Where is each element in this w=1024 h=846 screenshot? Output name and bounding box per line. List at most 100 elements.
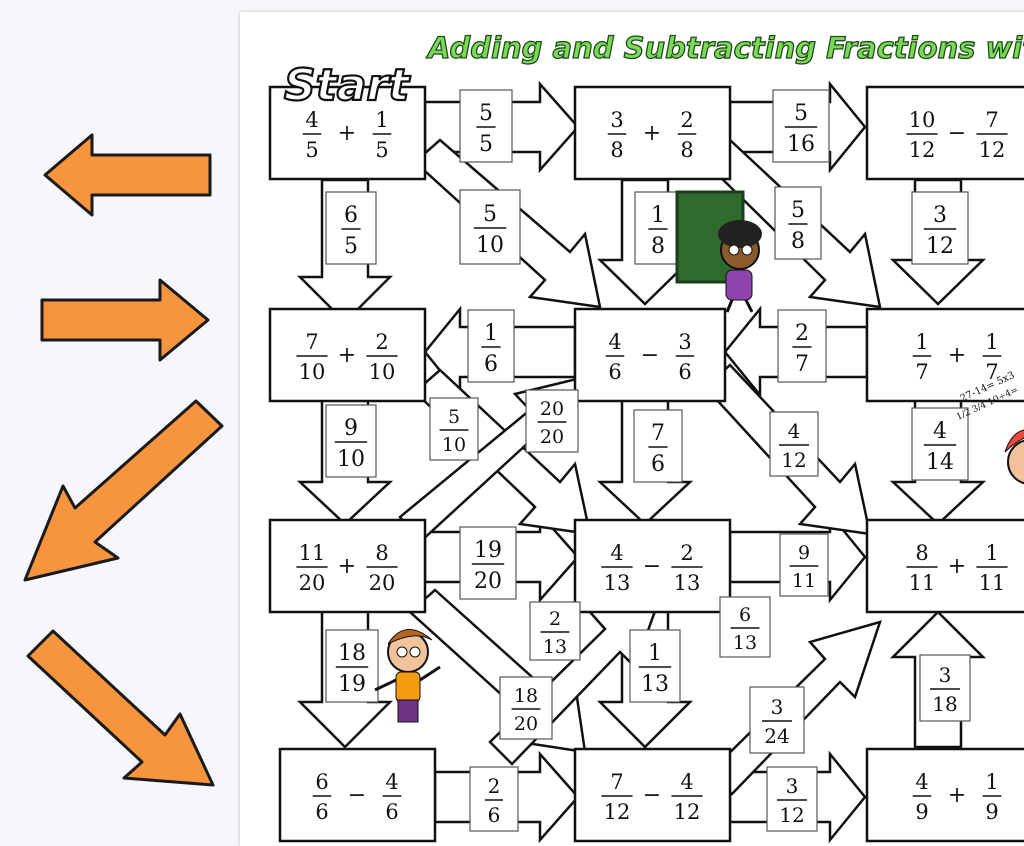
numerator: 1 (648, 641, 662, 666)
problem-box[interactable] (573, 747, 732, 843)
operator-sign: + (948, 343, 966, 368)
denominator: 7 (795, 352, 809, 377)
denominator: 16 (787, 132, 815, 157)
problem-box[interactable] (865, 85, 1024, 181)
numerator: 2 (680, 541, 693, 565)
answer-label[interactable]: 613 (719, 596, 771, 658)
denominator: 12 (781, 448, 806, 472)
denominator: 6 (488, 803, 501, 827)
problem-expression: 811+111 (906, 541, 1008, 595)
denominator: 8 (651, 234, 665, 259)
answer-label[interactable]: 76 (633, 409, 683, 483)
boy-cartoon (374, 629, 441, 723)
operator-sign: − (643, 554, 661, 579)
operator-sign: + (338, 121, 356, 146)
denominator: 13 (543, 636, 567, 658)
denominator: 8 (610, 138, 623, 162)
numerator: 1 (985, 770, 998, 794)
numerator: 18 (338, 641, 366, 666)
numerator: 5 (791, 198, 805, 223)
denominator: 24 (764, 724, 789, 748)
denominator: 6 (608, 360, 621, 384)
numerator: 2 (549, 608, 561, 630)
problem-box[interactable] (865, 518, 1024, 614)
numerator: 1 (484, 321, 498, 346)
answer-label[interactable]: 412 (769, 411, 819, 477)
answer-label[interactable]: 516 (772, 89, 830, 163)
denominator: 18 (932, 692, 957, 716)
numerator: 3 (933, 203, 947, 228)
denominator: 7 (985, 360, 998, 384)
numerator: 6 (739, 604, 751, 626)
answer-label[interactable]: 324 (749, 686, 805, 754)
answer-label[interactable]: 318 (919, 654, 971, 722)
problem-box[interactable] (278, 747, 437, 843)
navigation-arrows (0, 0, 230, 846)
arrow-down-right-icon[interactable] (26, 629, 215, 787)
numerator: 4 (933, 419, 947, 444)
answer-label[interactable]: 312 (766, 766, 818, 832)
numerator: 5 (794, 101, 808, 126)
denominator: 20 (369, 571, 396, 595)
denominator: 10 (442, 434, 466, 456)
numerator: 7 (610, 770, 623, 794)
problem-box[interactable] (573, 307, 727, 403)
denominator: 11 (979, 571, 1006, 595)
denominator: 9 (915, 800, 928, 824)
arrow-left-icon[interactable] (43, 133, 212, 217)
denominator: 14 (926, 450, 954, 475)
answer-label[interactable]: 911 (779, 533, 829, 597)
answer-label[interactable]: 18 (634, 191, 682, 265)
arrow-down-left-icon[interactable] (23, 399, 224, 582)
problem-expression: 38+28 (607, 108, 697, 162)
answer-label[interactable]: 510 (459, 189, 521, 265)
answer-label[interactable]: 27 (777, 309, 827, 383)
denominator: 6 (385, 800, 398, 824)
numerator: 6 (315, 770, 328, 794)
problem-box[interactable] (268, 518, 427, 614)
answer-label[interactable]: 26 (469, 766, 519, 832)
answer-label[interactable]: 113 (629, 629, 681, 703)
problem-expression: 710+210 (296, 330, 398, 384)
answer-label[interactable]: 414 (911, 407, 969, 481)
problem-expression: 413−213 (601, 541, 703, 595)
answer-label[interactable]: 213 (529, 601, 581, 661)
numerator: 1 (375, 108, 388, 132)
denominator: 6 (315, 800, 328, 824)
answer-label[interactable]: 65 (325, 191, 377, 265)
answer-label[interactable]: 510 (429, 397, 479, 461)
denominator: 10 (369, 360, 396, 384)
problem-box[interactable] (268, 307, 427, 403)
problem-box[interactable] (573, 518, 732, 614)
denominator: 13 (674, 571, 701, 595)
answer-label[interactable]: 910 (325, 404, 377, 478)
problem-box[interactable] (865, 307, 1024, 403)
numerator: 3 (678, 330, 691, 354)
numerator: 5 (448, 406, 460, 428)
denominator: 6 (651, 452, 665, 477)
denominator: 11 (792, 570, 816, 592)
problem-box[interactable] (865, 747, 1024, 843)
denominator: 12 (979, 138, 1006, 162)
answer-label[interactable]: 55 (459, 89, 513, 163)
numerator: 4 (385, 770, 398, 794)
arrow-right-icon[interactable] (40, 278, 210, 362)
answer-label[interactable]: 312 (911, 191, 969, 265)
denominator: 7 (915, 360, 928, 384)
answer-label[interactable]: 16 (467, 309, 515, 383)
numerator: 8 (375, 541, 388, 565)
operator-sign: + (338, 554, 356, 579)
denominator: 13 (733, 632, 757, 654)
problem-box[interactable] (268, 85, 427, 181)
answer-label[interactable]: 58 (774, 186, 822, 260)
problem-box[interactable] (573, 85, 732, 181)
numerator: 4 (610, 541, 623, 565)
operator-sign: + (643, 121, 661, 146)
